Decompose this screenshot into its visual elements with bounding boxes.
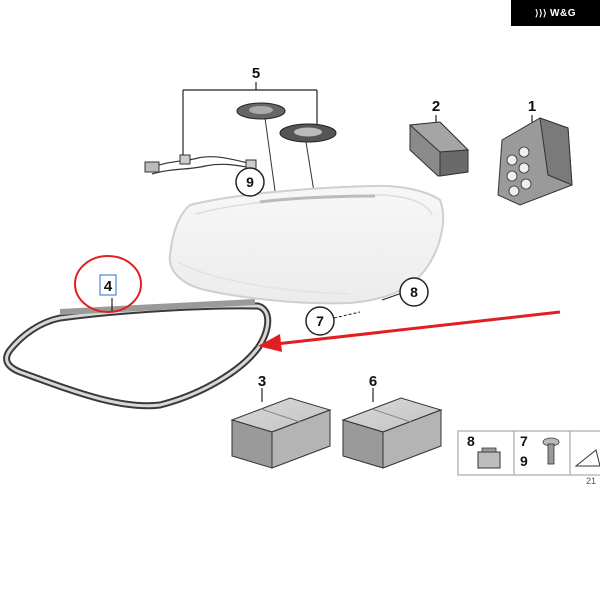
- callout-5-label: 5: [252, 65, 260, 82]
- part-4-trim-strip: [3, 298, 272, 410]
- brand-logo-text: W&G: [550, 7, 576, 19]
- small-parts-legend: 8 7 9 21: [457, 430, 600, 486]
- part-5-trim-rings: 5: [182, 65, 337, 199]
- wedge-icon: [574, 449, 600, 467]
- callout-3-label: 3: [258, 373, 266, 390]
- screw-icon: [542, 437, 560, 465]
- clip-nut-icon: [477, 447, 501, 469]
- doc-id: 21: [586, 476, 596, 486]
- legend-item-b-top-label: 7: [520, 433, 528, 449]
- highlight-circle: 4: [74, 255, 142, 313]
- callout-1-label: 1: [528, 98, 536, 115]
- callout-7-label: 7: [316, 313, 324, 329]
- callout-9-label: 9: [246, 174, 254, 190]
- red-arrow: [258, 310, 561, 352]
- callout-6-label: 6: [369, 373, 377, 390]
- callout-9: 9: [235, 167, 265, 197]
- part-6-box: 6: [341, 373, 443, 469]
- callout-8-label: 8: [410, 284, 418, 300]
- legend-item-a-label: 8: [467, 433, 475, 449]
- legend-item-b-bottom-label: 9: [520, 453, 528, 469]
- callout-8: 8: [381, 277, 429, 307]
- part-2-control-module: 2: [408, 98, 470, 177]
- callout-7: 7: [305, 306, 361, 336]
- callout-4-label: 4: [104, 278, 113, 295]
- cable-connector: [144, 154, 257, 175]
- callout-2-label: 2: [432, 98, 440, 115]
- wing-icon: ⟩⟩⟩: [535, 7, 548, 18]
- brand-logo: ⟩⟩⟩ W&G: [511, 0, 600, 26]
- part-3-box: 3: [230, 373, 332, 469]
- part-1-led-module: 1: [497, 98, 573, 206]
